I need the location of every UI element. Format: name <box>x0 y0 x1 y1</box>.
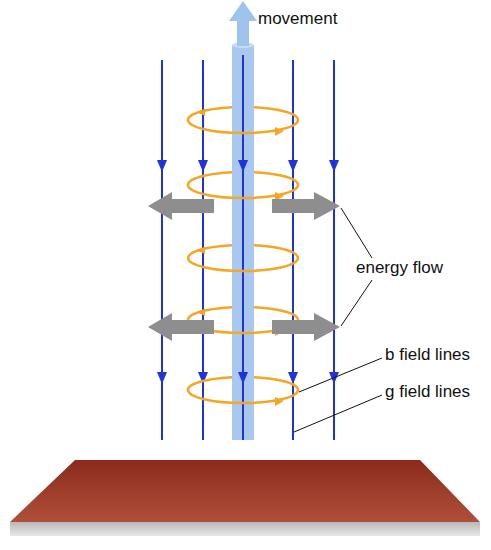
energy-flow-arrows <box>148 192 340 341</box>
g-field-label: g field lines <box>385 382 491 402</box>
b-field-label: b field lines <box>385 345 491 365</box>
energy-flow-label: energy flow <box>356 258 486 278</box>
g-field-arrowhead <box>238 160 248 172</box>
g-field-arrowhead <box>238 372 248 384</box>
movement-arrow-head <box>229 1 257 21</box>
slab-edge <box>10 522 480 536</box>
ground-slab <box>10 460 480 522</box>
leader-lines <box>294 208 382 432</box>
b-field-loops-front <box>188 120 298 403</box>
movement-arrow-shaft <box>237 18 249 46</box>
b-field-arrowheads <box>196 109 284 406</box>
movement-label: movement <box>258 9 378 29</box>
conductor-rod <box>232 45 254 440</box>
